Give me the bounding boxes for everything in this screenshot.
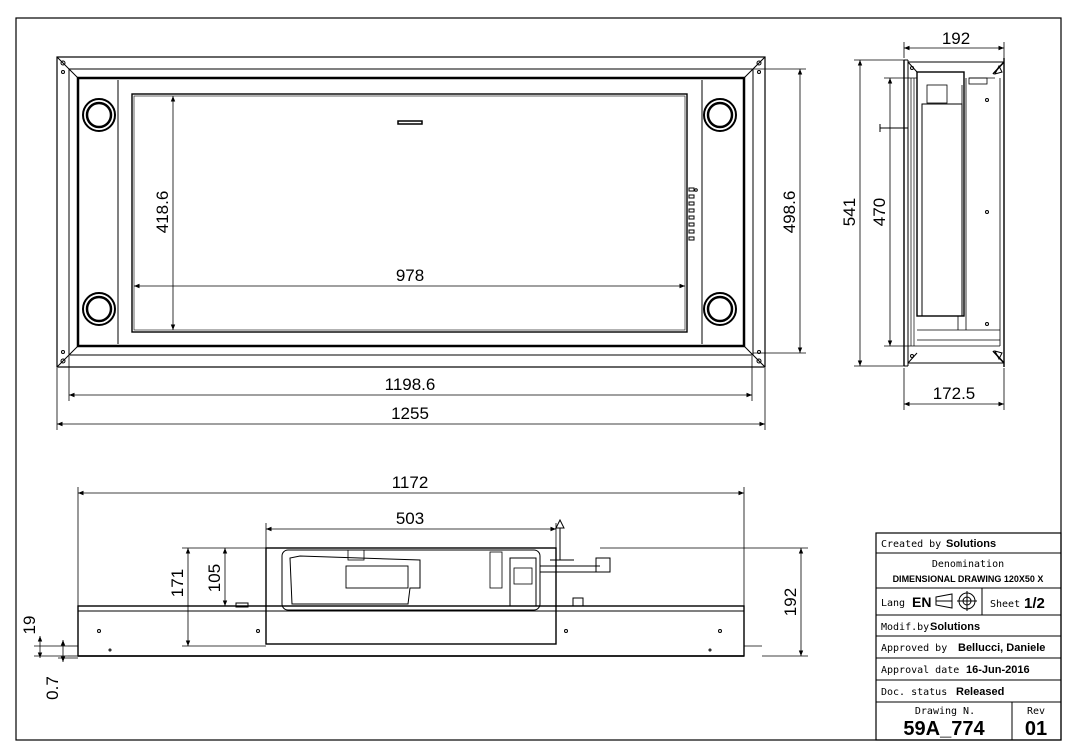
light-top-left (82, 98, 116, 132)
light-top-right (703, 98, 737, 132)
sheet-value: 1/2 (1024, 595, 1045, 612)
dim-171: 171 (168, 569, 187, 597)
dim-498-6: 498.6 (780, 191, 799, 234)
created-by-label: Created by (881, 539, 941, 550)
drawing-number-value: 59A_774 (903, 718, 985, 740)
dim-541: 541 (840, 198, 859, 226)
doc-status-value: Released (956, 686, 1004, 698)
dim-1198-6: 1198.6 (385, 375, 436, 394)
dim-19: 19 (20, 616, 39, 635)
dim-1255: 1255 (391, 404, 429, 423)
lang-value: EN (912, 594, 931, 610)
modif-by-label: Modif.by (881, 622, 929, 633)
dim-0-7: 0.7 (43, 676, 62, 700)
modif-by-value: Solutions (930, 621, 980, 633)
sheet-label: Sheet (990, 599, 1020, 610)
doc-status-label: Doc. status (881, 687, 947, 698)
bottom-motor-housing (265, 547, 557, 645)
dim-105: 105 (205, 564, 224, 592)
sheet-border (15, 17, 1062, 741)
front-glass-panel (131, 93, 688, 333)
control-buttons (688, 187, 698, 241)
rev-value: 01 (1025, 718, 1047, 740)
dim-978: 978 (396, 266, 424, 285)
dim-418-6: 418.6 (153, 191, 172, 234)
created-by-value: Solutions (946, 538, 996, 550)
side-housing (916, 71, 965, 317)
front-view (56, 56, 766, 368)
light-bottom-left (82, 292, 116, 326)
dim-192-top: 192 (942, 29, 970, 48)
approval-date-value: 16-Jun-2016 (966, 664, 1030, 676)
approval-date-label: Approval date (881, 665, 959, 676)
dim-470: 470 (870, 198, 889, 226)
projection-symbol-icon (935, 591, 977, 611)
side-motor-block (921, 103, 963, 317)
logo-strip (397, 120, 423, 125)
dim-192-bottom: 192 (781, 588, 800, 616)
light-bottom-right (703, 292, 737, 326)
front-frame-line (68, 68, 754, 356)
denomination-label: Denomination (932, 559, 1004, 570)
front-body (76, 76, 746, 348)
front-outer-frame (56, 56, 766, 368)
dim-172-5: 172.5 (933, 384, 976, 403)
approved-by-value: Bellucci, Daniele (958, 642, 1045, 654)
side-view (879, 58, 1005, 367)
rev-label: Rev (1027, 706, 1045, 717)
front-glass-panel-inner (133, 95, 686, 331)
lang-label: Lang (881, 598, 905, 609)
dim-503: 503 (396, 509, 424, 528)
approved-by-label: Approved by (881, 643, 947, 654)
drawing-number-label: Drawing N. (915, 706, 975, 717)
dim-1172: 1172 (392, 473, 429, 492)
denomination-value: DIMENSIONAL DRAWING 120X50 X (893, 574, 1044, 584)
title-block (875, 532, 1062, 741)
bottom-frame (77, 605, 745, 657)
